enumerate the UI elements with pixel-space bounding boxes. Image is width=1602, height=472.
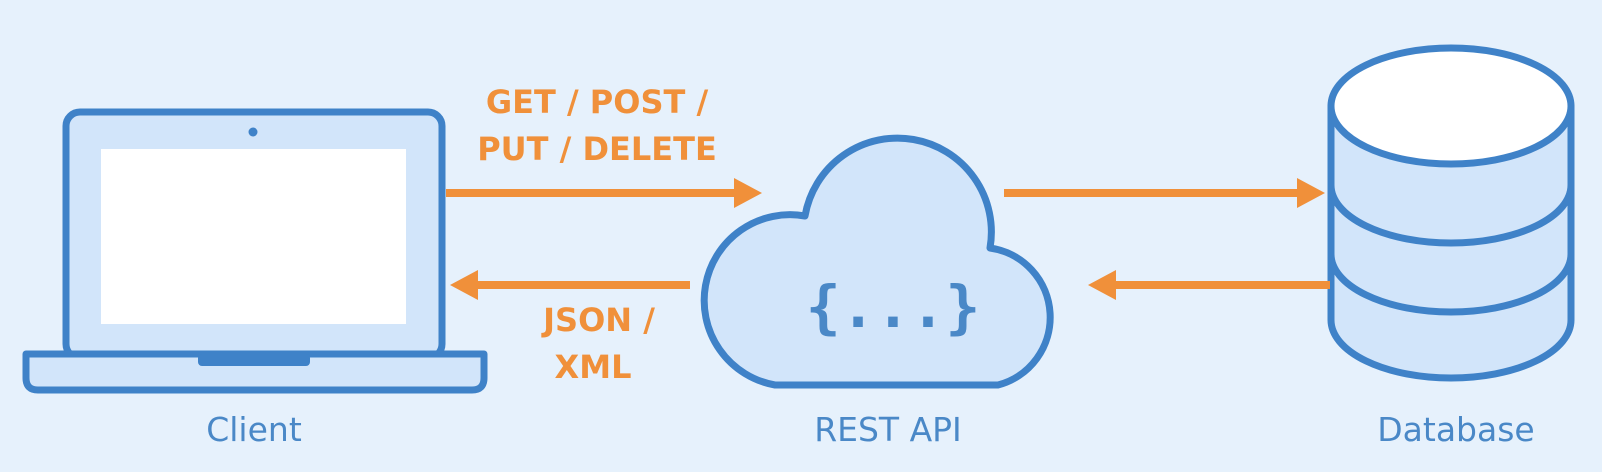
database-label: Database bbox=[1377, 410, 1534, 449]
laptop-notch bbox=[198, 354, 310, 366]
arrow-database-to-api bbox=[1088, 270, 1330, 300]
client-label: Client bbox=[206, 410, 302, 449]
arrow-api-to-client bbox=[450, 270, 690, 300]
request-methods-line2: PUT / DELETE bbox=[477, 130, 717, 168]
database-ring-2 bbox=[1327, 253, 1575, 316]
laptop-display bbox=[101, 149, 406, 324]
cloud-shape bbox=[700, 134, 1054, 389]
database-icon bbox=[1327, 44, 1575, 382]
laptop-icon bbox=[22, 108, 488, 394]
request-methods-line1: GET / POST / bbox=[486, 83, 709, 121]
arrow-client-to-api bbox=[446, 178, 762, 208]
arrow-head-left-icon bbox=[1088, 270, 1116, 300]
database-ring-1 bbox=[1327, 184, 1575, 247]
arrow-head-right-icon bbox=[1297, 178, 1325, 208]
arrow-head-left-icon bbox=[450, 270, 478, 300]
laptop-camera bbox=[248, 127, 258, 137]
response-format-line1: JSON / bbox=[541, 301, 655, 339]
database-top bbox=[1327, 44, 1575, 168]
arrow-api-to-database bbox=[1004, 178, 1325, 208]
rest-api-label: REST API bbox=[814, 410, 962, 449]
cloud-icon: {...} bbox=[700, 134, 1054, 389]
api-symbol: {...} bbox=[806, 273, 981, 341]
response-format-line2: XML bbox=[555, 348, 632, 386]
arrow-head-right-icon bbox=[734, 178, 762, 208]
laptop-base bbox=[22, 350, 488, 394]
